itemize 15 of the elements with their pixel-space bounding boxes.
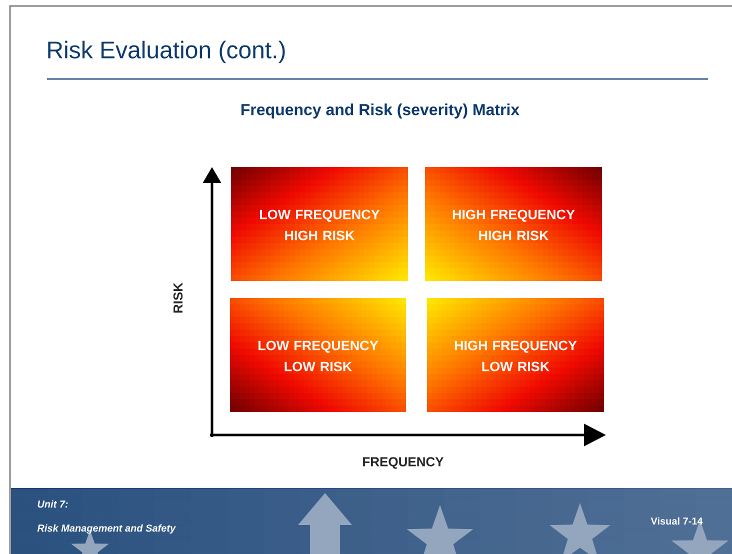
- subtitle: Frequency and Risk (severity) Matrix: [241, 104, 520, 118]
- node-label: HIGH FREQUENCY LOW RISK: [454, 340, 577, 372]
- slide-title: Risk Evaluation (cont.): [48, 40, 285, 64]
- node-label: LOW FREQUENCY LOW RISK: [258, 340, 378, 372]
- footer-text: Risk Management and Safety: [37, 524, 176, 534]
- risk-quadrant: HIGH FREQUENCY HIGH RISK: [425, 167, 602, 281]
- node-label: LOW FREQUENCY HIGH RISK: [260, 210, 380, 240]
- node-label: HIGH FREQUENCY HIGH RISK: [452, 210, 575, 240]
- risk-quadrant: LOW FREQUENCY HIGH RISK: [231, 167, 408, 281]
- slide-number: Visual 7-14: [650, 517, 703, 525]
- risk-quadrant: HIGH FREQUENCY LOW RISK: [427, 298, 604, 412]
- footer-text: Unit 7:: [38, 500, 68, 508]
- risk-quadrant: LOW FREQUENCY LOW RISK: [230, 298, 406, 412]
- axis-label: RISK: [173, 282, 183, 313]
- axis-label: FREQUENCY: [363, 457, 444, 469]
